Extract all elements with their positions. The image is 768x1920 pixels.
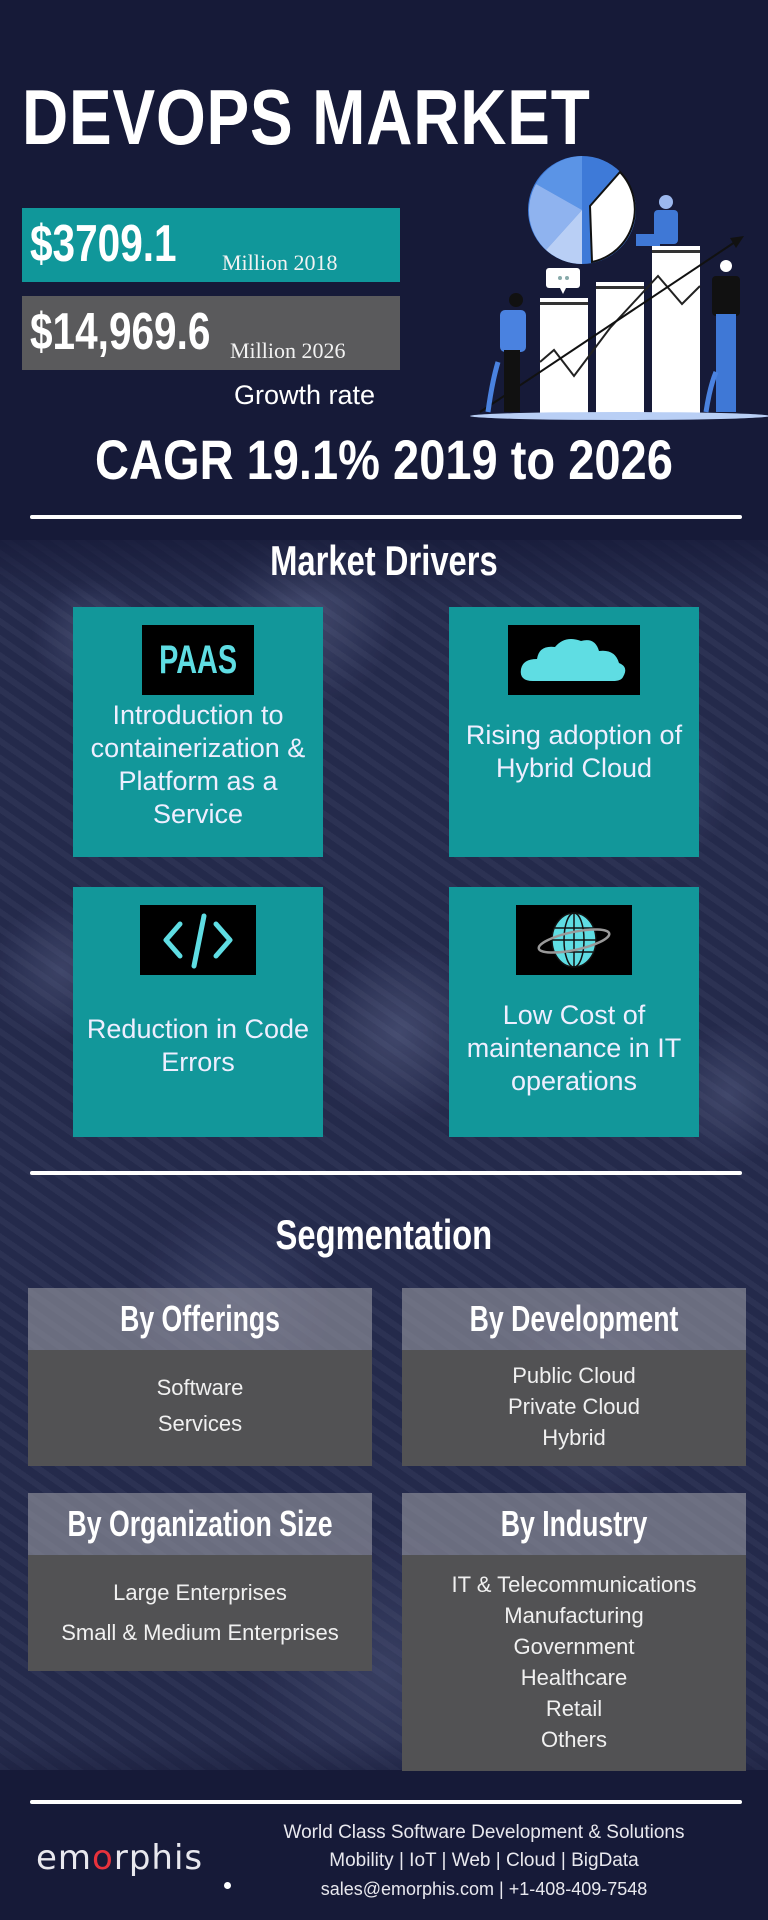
segment-item: Healthcare — [520, 1665, 628, 1690]
segment-item: Services — [157, 1411, 243, 1436]
globe-icon — [516, 905, 632, 975]
page-title: DEVOPS MARKET — [22, 73, 591, 161]
bullet-icon — [224, 1882, 231, 1889]
driver-text-low-cost: Low Cost of maintenance in IT operations — [466, 1000, 682, 1096]
segment-title-offerings: By Offerings — [120, 1298, 280, 1339]
driver-text-hybrid-cloud: Rising adoption of Hybrid Cloud — [465, 720, 683, 783]
logo-text-end: rphis — [113, 1838, 204, 1878]
pie-chart-icon — [528, 156, 636, 264]
divider-bottom — [30, 1800, 742, 1804]
driver-card-hybrid-cloud: Rising adoption of Hybrid Cloud — [449, 607, 699, 857]
divider-top — [30, 515, 742, 519]
segment-card-development: By Development Public Cloud Private Clou… — [402, 1288, 746, 1466]
segment-title-organization-size: By Organization Size — [67, 1503, 333, 1544]
segment-title-development: By Development — [469, 1298, 679, 1339]
cloud-icon — [508, 625, 640, 695]
stat-unit-2026: Million 2026 — [230, 338, 346, 363]
segment-item: Private Cloud — [507, 1394, 641, 1419]
background-fade-top — [0, 520, 768, 600]
logo-accent-o: o — [92, 1838, 114, 1878]
segment-item: Government — [513, 1634, 635, 1659]
segment-item: Small & Medium Enterprises — [61, 1620, 339, 1645]
stat-unit-2018: Million 2018 — [222, 250, 338, 275]
driver-card-paas: PAAS Introduction to containerization & … — [73, 607, 323, 857]
segment-header-industry: By Industry — [402, 1493, 746, 1555]
stat-value-2018: $3709.1 — [30, 215, 177, 273]
segment-card-offerings: By Offerings Software Services — [28, 1288, 372, 1466]
segmentation-title-text: Segmentation — [275, 1211, 493, 1258]
emorphis-logo: emorphis — [36, 1838, 203, 1878]
stat-box-2026: $14,969.6 Million 2026 — [22, 296, 400, 370]
footer-contact[interactable]: sales@emorphis.com | +1-408-409-7548 — [320, 1879, 648, 1899]
stat-value-2026: $14,969.6 — [30, 303, 211, 361]
logo-text-start: em — [36, 1838, 93, 1878]
driver-text-code-errors: Reduction in Code Errors — [86, 1014, 310, 1077]
segment-item: Hybrid — [542, 1425, 606, 1450]
stat-box-2018: $3709.1 Million 2018 — [22, 208, 400, 282]
segment-item: Software — [156, 1375, 244, 1400]
driver-card-code-errors: Reduction in Code Errors — [73, 887, 323, 1137]
paas-icon-text: PAAS — [159, 638, 237, 682]
segment-item: Others — [540, 1727, 608, 1752]
growth-rate-label: Growth rate — [234, 380, 376, 410]
code-icon — [140, 905, 256, 975]
bar-chart-people-illustration — [470, 150, 768, 420]
cagr-text: CAGR 19.1% 2019 to 2026 — [95, 428, 673, 491]
segment-body-offerings: Software Services — [28, 1350, 372, 1466]
footer-services: Mobility | IoT | Web | Cloud | BigData — [329, 1850, 639, 1871]
segment-item: Large Enterprises — [113, 1580, 287, 1605]
segment-item: IT & Telecommunications — [451, 1572, 697, 1597]
segment-title-industry: By Industry — [500, 1503, 648, 1544]
segment-item: Manufacturing — [504, 1603, 644, 1628]
market-drivers-title: Market Drivers — [0, 540, 768, 582]
segment-item: Public Cloud — [512, 1363, 636, 1388]
segment-header-offerings: By Offerings — [28, 1288, 372, 1350]
divider-middle — [30, 1171, 742, 1175]
footer-tagline: World Class Software Development & Solut… — [283, 1822, 685, 1843]
driver-text-paas: Introduction to containerization & Platf… — [90, 700, 306, 829]
segment-card-organization-size: By Organization Size Large Enterprises S… — [28, 1493, 372, 1671]
segmentation-title: Segmentation — [0, 1214, 768, 1256]
market-drivers-title-text: Market Drivers — [270, 537, 498, 584]
segment-item: Retail — [545, 1696, 603, 1721]
cagr-headline: CAGR 19.1% 2019 to 2026 — [0, 432, 768, 488]
segment-card-industry: By Industry IT & Telecommunications Manu… — [402, 1493, 746, 1771]
segment-body-organization-size: Large Enterprises Small & Medium Enterpr… — [28, 1555, 372, 1671]
paas-icon: PAAS — [142, 625, 254, 695]
driver-card-low-cost: Low Cost of maintenance in IT operations — [449, 887, 699, 1137]
segment-header-organization-size: By Organization Size — [28, 1493, 372, 1555]
segment-header-development: By Development — [402, 1288, 746, 1350]
segment-body-industry: IT & Telecommunications Manufacturing Go… — [402, 1555, 746, 1771]
segment-body-development: Public Cloud Private Cloud Hybrid — [402, 1350, 746, 1466]
